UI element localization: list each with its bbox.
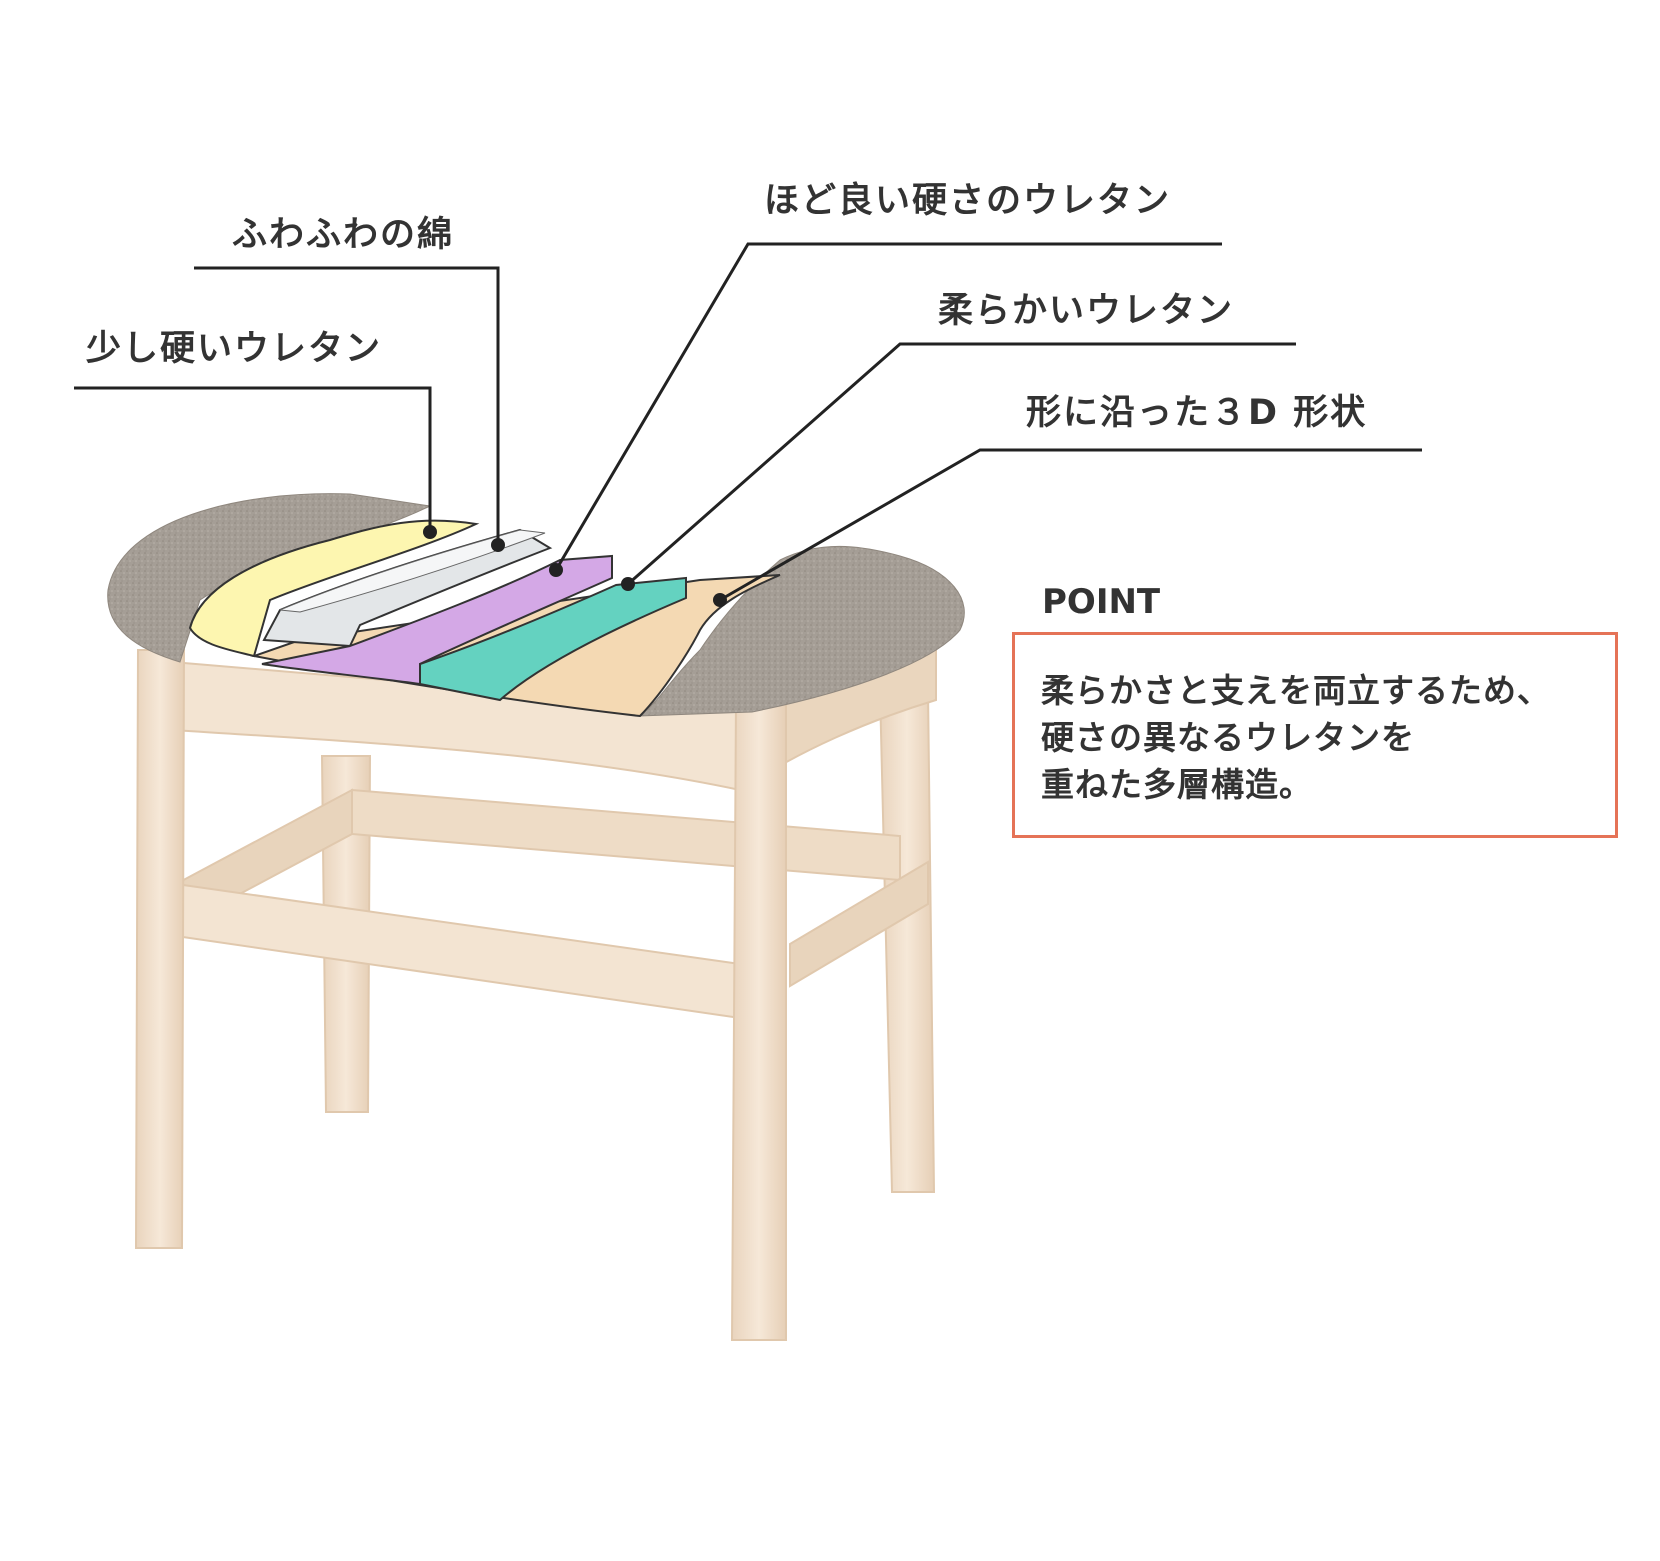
- point-box: 柔らかさと支えを両立するため、 硬さの異なるウレタンを 重ねた多層構造。: [1012, 632, 1618, 838]
- back-rung: [351, 788, 901, 882]
- layer-hard-urethane: [188, 519, 480, 658]
- dot-cotton: [491, 538, 505, 552]
- leader-hard-urethane: [74, 386, 432, 532]
- dot-medium-urethane: [549, 563, 563, 577]
- layer-cotton-top: [279, 529, 546, 613]
- label-soft-urethane: 柔らかいウレタン: [938, 291, 1235, 331]
- layer-soft-urethane: [419, 576, 687, 702]
- leader-soft-urethane: [627, 342, 1296, 586]
- dot-hard-urethane: [423, 525, 437, 539]
- seat-fabric-right: [638, 545, 965, 717]
- right-side-rung: [789, 860, 929, 988]
- leader-dots: [423, 525, 727, 607]
- leader-medium-urethane: [554, 242, 1222, 571]
- front-right-leg: [730, 699, 787, 1341]
- front-left-leg: [134, 649, 186, 1249]
- dot-3d-shape: [713, 593, 727, 607]
- leader-lines: [74, 242, 1422, 602]
- leader-3d-shape: [719, 448, 1422, 602]
- point-title: POINT: [1042, 582, 1161, 622]
- point-line: 柔らかさと支えを両立するため、: [1041, 671, 1551, 710]
- back-right-leg: [878, 689, 936, 1193]
- label-medium-urethane: ほど良い硬さのウレタン: [764, 181, 1172, 221]
- front-apron: [171, 660, 741, 792]
- point-line: 硬さの異なるウレタンを: [1041, 718, 1415, 757]
- label-hard-urethane: 少し硬いウレタン: [86, 329, 383, 369]
- leader-cotton: [194, 266, 500, 545]
- label-cotton: ふわふわの綿: [232, 215, 455, 255]
- dot-soft-urethane: [621, 577, 635, 591]
- label-3d-shape: 形に沿った３D 形状: [1026, 393, 1368, 433]
- front-rung: [175, 882, 741, 1020]
- layer-medium-urethane: [261, 554, 613, 686]
- point-line: 重ねた多層構造。: [1041, 765, 1313, 804]
